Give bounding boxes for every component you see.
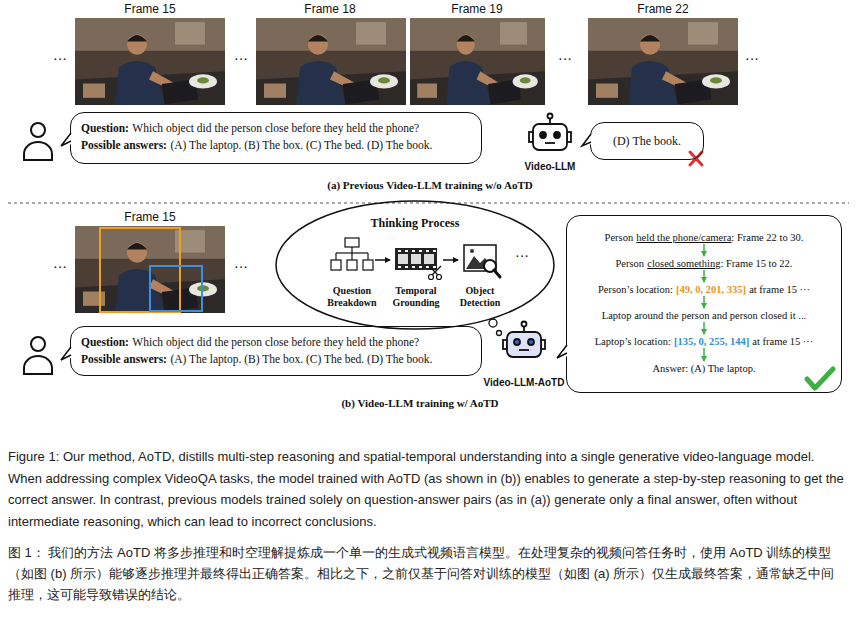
reasoning-line-inner: Personclosed something: Frame 15 to 22. [616,257,793,271]
text-line: Possible answers:(A) The laptop. (B) The… [81,137,471,154]
field-label: Question: [81,336,129,348]
video-frame [75,18,225,105]
text-line: Possible answers:(A) The laptop. (B) The… [81,351,471,368]
reasoning-line: Personheld the phone/camera: Frame 22 to… [567,231,841,245]
label: ··· [745,52,759,68]
field-value: (A) The laptop. (B) The box. (C) The bed… [170,353,432,365]
person-icon [24,337,52,374]
label: ··· [234,52,248,68]
reasoning-text: Person [605,232,634,243]
robot-icon [503,322,545,358]
label: ··· [53,260,67,276]
label: Frame 15 [124,2,175,16]
answer-text: (D) The book. [613,134,681,149]
video-frame [410,18,545,105]
reasoning-text: held the phone/camera [636,232,731,243]
label: ··· [234,260,248,276]
label: ··· [53,52,67,68]
label: Frame 18 [304,2,355,16]
label: Video-LLM [525,161,576,172]
video-frame [588,18,738,105]
reasoning-text: at frame 15 ··· [752,336,813,347]
reasoning-text: : Frame 22 to 30. [731,232,803,243]
reasoning-text: closed something [647,258,720,269]
reasoning-bubble: Personheld the phone/camera: Frame 22 to… [566,215,842,393]
thinking-ellipse: Thinking Process [275,200,555,330]
film-icon [395,248,442,280]
step-arrow [375,259,390,261]
reasoning-line-inner: Laptop’s location:[135, 0, 255, 144]at f… [595,335,814,349]
reasoning-text: at frame 15 ··· [749,284,810,295]
text-line: Question:Which object did the person clo… [81,334,471,351]
reasoning-line: Personclosed something: Frame 15 to 22. [567,257,841,271]
field-value: (A) The laptop. (B) The box. (C) The bed… [170,139,432,151]
reasoning-text: Person [616,258,645,269]
person-icon [24,123,52,160]
thought-dot [489,319,497,327]
ellipse-shape [276,201,554,329]
reasoning-text: [49, 0, 201, 335] [676,284,746,295]
reasoning-line: Laptop around the person and person clos… [567,309,841,323]
video-frame [256,18,406,105]
label: Frame 22 [637,2,688,16]
label: ··· [558,52,572,68]
field-value: Which object did the person close before… [132,336,419,348]
reasoning-line-inner: Answer: (A) The laptop. [652,362,755,376]
text-line: Question:Which object did the person clo… [81,120,471,137]
question-bubble: Question:Which object did the person clo… [70,326,482,376]
reasoning-line: Laptop’s location:[135, 0, 255, 144]at f… [567,335,841,349]
reasoning-text: Laptop around the person and person clos… [602,310,806,321]
question-bubble: Question:Which object did the person clo… [70,112,482,164]
field-label: Question: [81,122,129,134]
robot-icon [529,114,571,151]
label: Frame 15 [124,210,175,224]
label: Temporal Grounding [389,285,443,309]
figure-caption: Figure 1: Our method, AoTD, distills mul… [8,446,846,532]
answer-bubble: (D) The book. [590,122,704,160]
bounding-box [150,266,202,311]
label: (a) Previous Video-LLM training w/o AoTD [327,179,532,191]
wrong-mark [690,152,702,165]
label: Video-LLM-AoTD [484,377,565,388]
field-label: Possible answers: [81,139,167,151]
field-value: Which object did the person close before… [132,122,419,134]
reasoning-text: Laptop’s location: [595,336,671,347]
reasoning-text: : Frame 15 to 22. [720,258,792,269]
reasoning-line-inner: Personheld the phone/camera: Frame 22 to… [605,231,804,245]
label: Object Detection [455,285,505,309]
label: Question Breakdown [325,285,379,309]
reasoning-text: Answer: (A) The laptop. [652,363,755,374]
reasoning-line: Answer: (A) The laptop. [567,362,841,376]
chinese-caption: 图 1： 我们的方法 AoTD 将多步推理和时空理解提炼成一个单一的生成式视频语… [8,542,846,605]
detection-icon [464,245,500,277]
reasoning-text: Person’s location: [598,284,673,295]
breakdown-icon [331,238,373,270]
separator-line [8,203,849,204]
thought-dot [497,331,502,336]
correct-mark [807,369,833,388]
label: Frame 19 [451,2,502,16]
label: (b) Video-LLM training w/ AoTD [341,397,498,409]
reasoning-line-inner: Person’s location:[49, 0, 201, 335]at fr… [598,283,810,297]
video-frame [75,226,225,313]
reasoning-line-inner: Laptop around the person and person clos… [602,309,806,323]
ellipse-title: Thinking Process [275,216,555,231]
field-label: Possible answers: [81,353,167,365]
step-arrow [443,259,458,261]
reasoning-text: [135, 0, 255, 144] [674,336,749,347]
bounding-box [100,228,180,312]
reasoning-line: Person’s location:[49, 0, 201, 335]at fr… [567,283,841,297]
label: ··· [515,249,529,265]
